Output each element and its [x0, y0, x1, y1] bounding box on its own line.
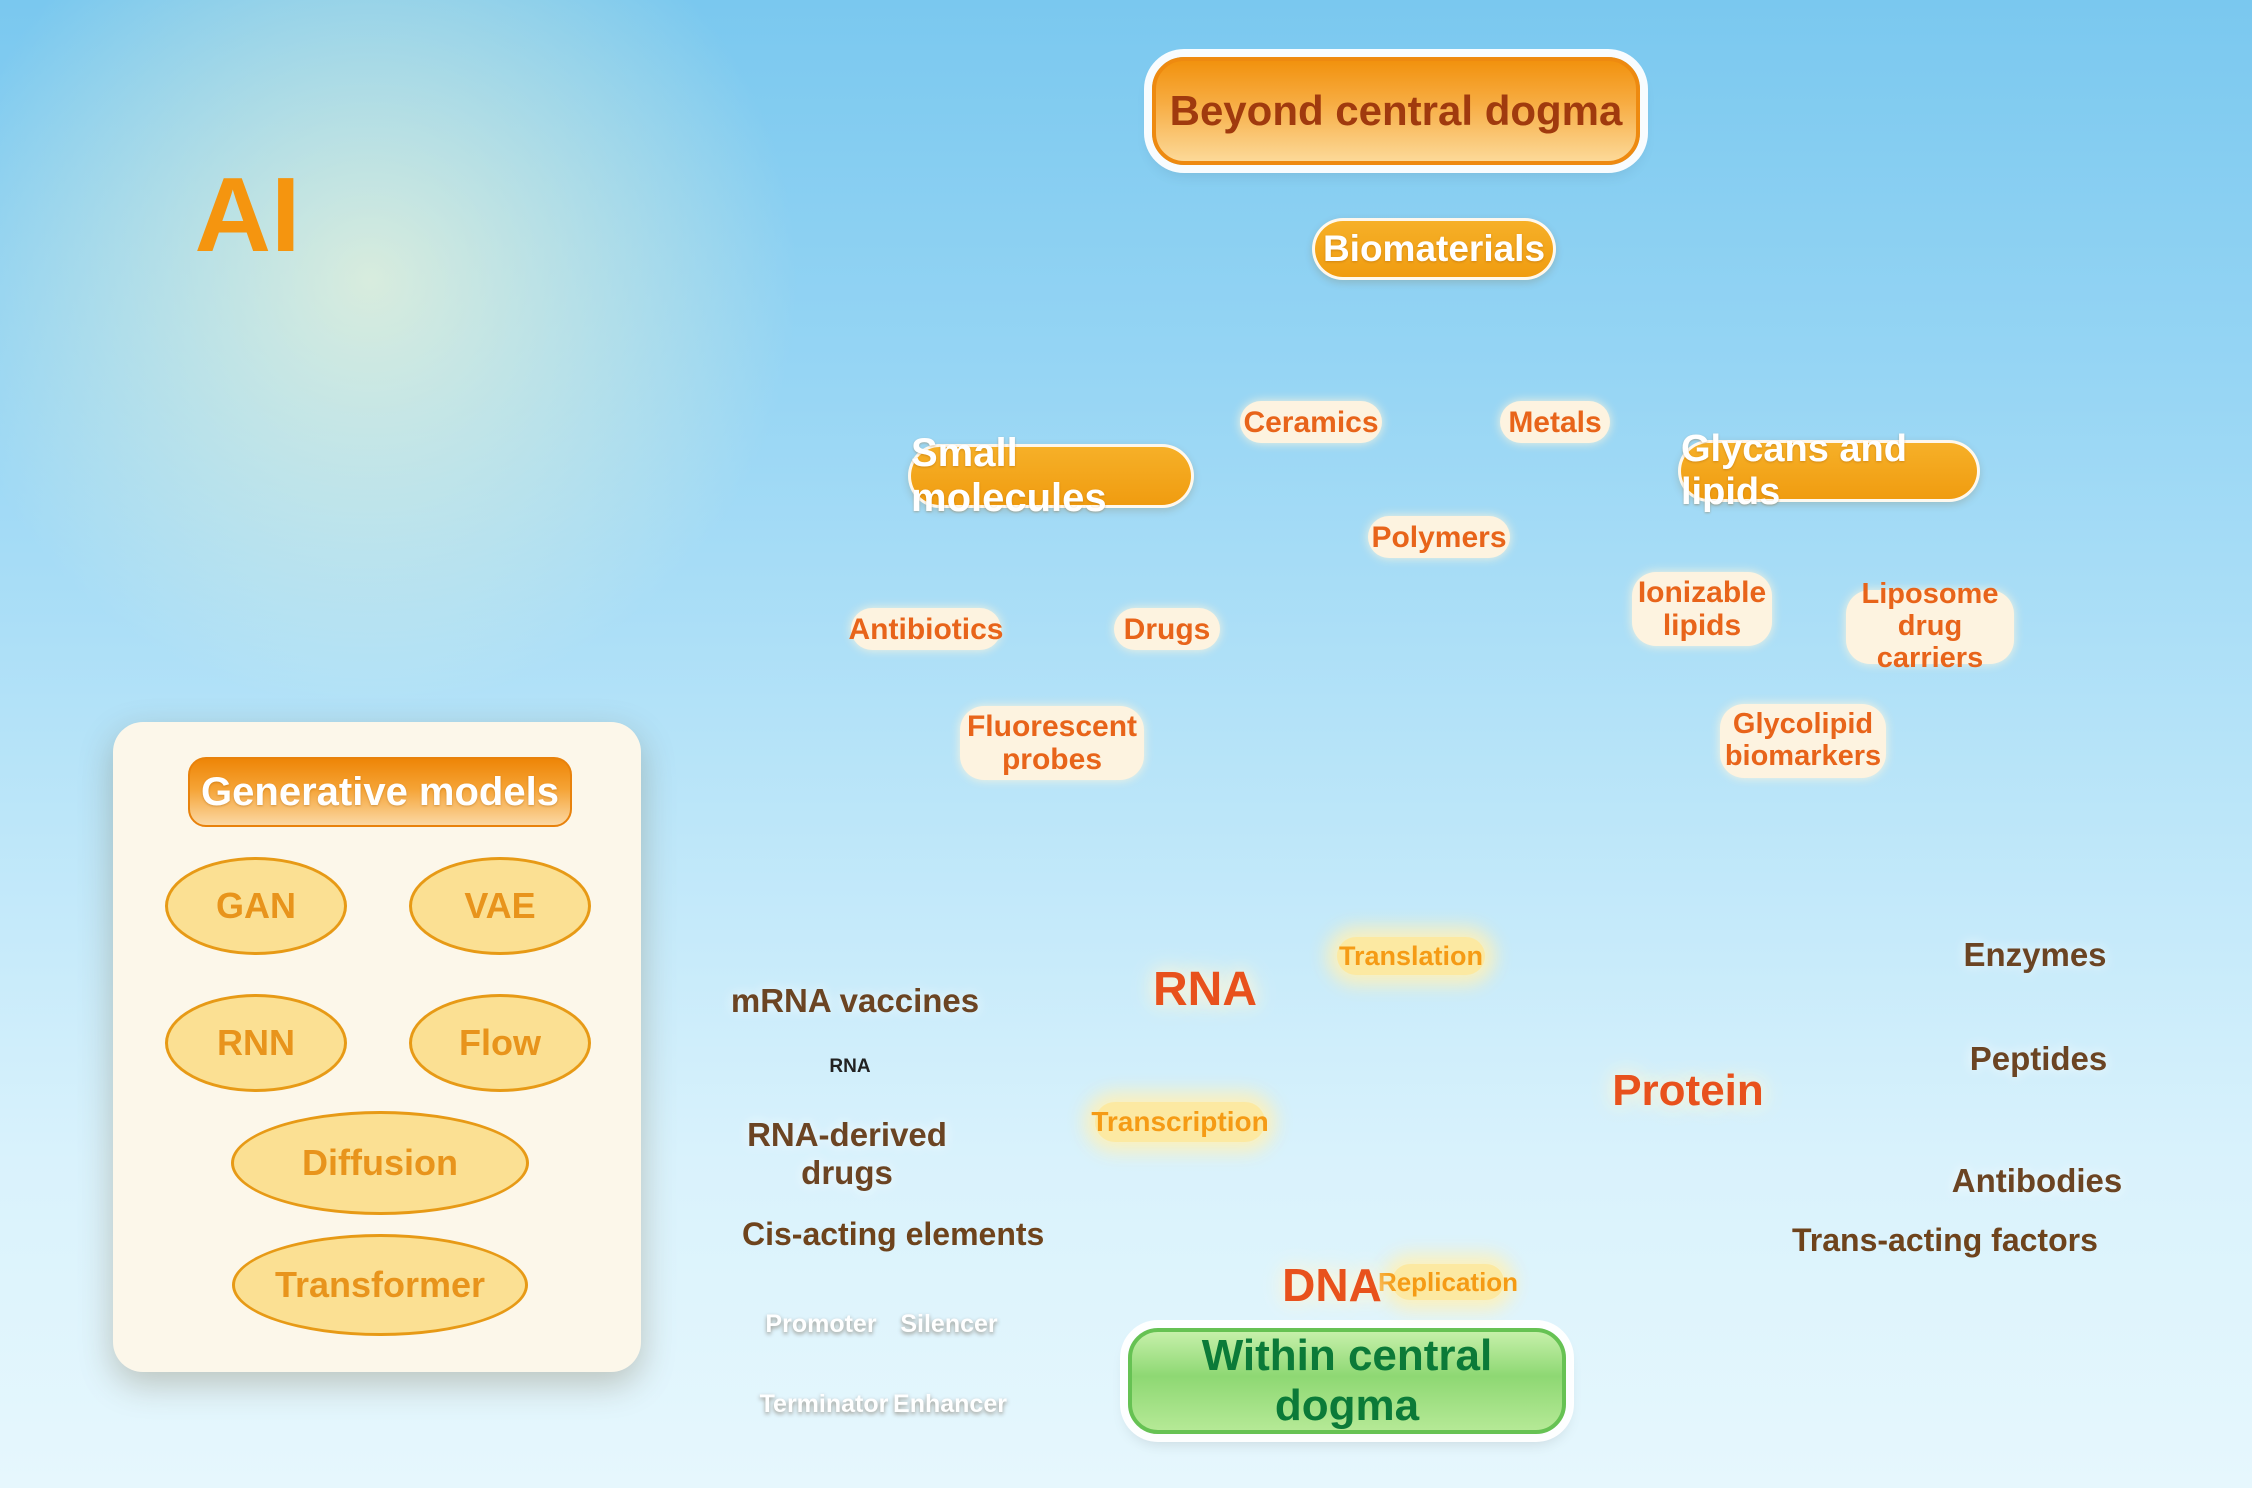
item-pill-ceramics: Ceramics — [1240, 401, 1382, 443]
transcription-pill: Transcription — [1091, 1102, 1269, 1142]
rna-label: RNA — [1153, 963, 1257, 1016]
model-diffusion: Diffusion — [231, 1111, 529, 1215]
dna-label: DNA — [1282, 1259, 1382, 1311]
peptides-label: Peptides — [1969, 1040, 2108, 1077]
bottle-rna-text: RNA — [829, 1056, 871, 1077]
rna-derived-drugs-label: RNA-derived drugs — [747, 1116, 947, 1191]
item-pill-drugs: Drugs — [1114, 608, 1220, 650]
model-transformer: Transformer — [232, 1234, 528, 1336]
trans-acting-factors-title: Trans-acting factors — [1792, 1222, 2098, 1258]
mrna-vaccines-label: mRNA vaccines — [730, 982, 980, 1019]
model-flow: Flow — [409, 994, 591, 1092]
item-pill-antibiotics: Antibiotics — [849, 608, 1004, 650]
sun-ai-label: AI — [194, 156, 301, 274]
silencer-label: Silencer — [900, 1310, 998, 1338]
item-pill-fluorescent-probes: Fluorescent probes — [960, 706, 1144, 780]
promoter-label: Promoter — [765, 1310, 877, 1338]
enhancer-label: Enhancer — [893, 1390, 1007, 1418]
model-vae: VAE — [409, 857, 591, 955]
antibodies-label: Antibodies — [1951, 1162, 2123, 1199]
banner-beyond-central-dogma: Beyond central dogma — [1152, 57, 1640, 165]
item-pill-polymers: Polymers — [1368, 516, 1510, 558]
cis-acting-elements-title: Cis-acting elements — [742, 1216, 1045, 1252]
translation-pill: Translation — [1337, 937, 1485, 975]
item-pill-liposome-drug-carriers: Liposome drug carriers — [1846, 578, 2014, 674]
circle-title-biomaterials: Biomaterials — [1312, 218, 1556, 280]
banner-within-central-dogma: Within central dogma — [1128, 1328, 1566, 1434]
protein-label: Protein — [1612, 1066, 1764, 1115]
replication-pill: Replication — [1378, 1264, 1518, 1300]
circle-title-glycans-lipids: Glycans and lipids — [1678, 428, 1980, 513]
generative-models-title: Generative models — [188, 757, 572, 827]
item-pill-metals: Metals — [1500, 401, 1610, 443]
circle-title-small-molecules: Small molecules — [908, 431, 1194, 520]
model-rnn: RNN — [165, 994, 347, 1092]
item-pill-glycolipid-biomarkers: Glycolipid biomarkers — [1720, 704, 1886, 778]
terminator-label: Terminator — [759, 1390, 889, 1418]
enzymes-label: Enzymes — [1963, 936, 2107, 973]
item-pill-ionizable-lipids: Ionizable lipids — [1632, 572, 1772, 646]
model-gan: GAN — [165, 857, 347, 955]
